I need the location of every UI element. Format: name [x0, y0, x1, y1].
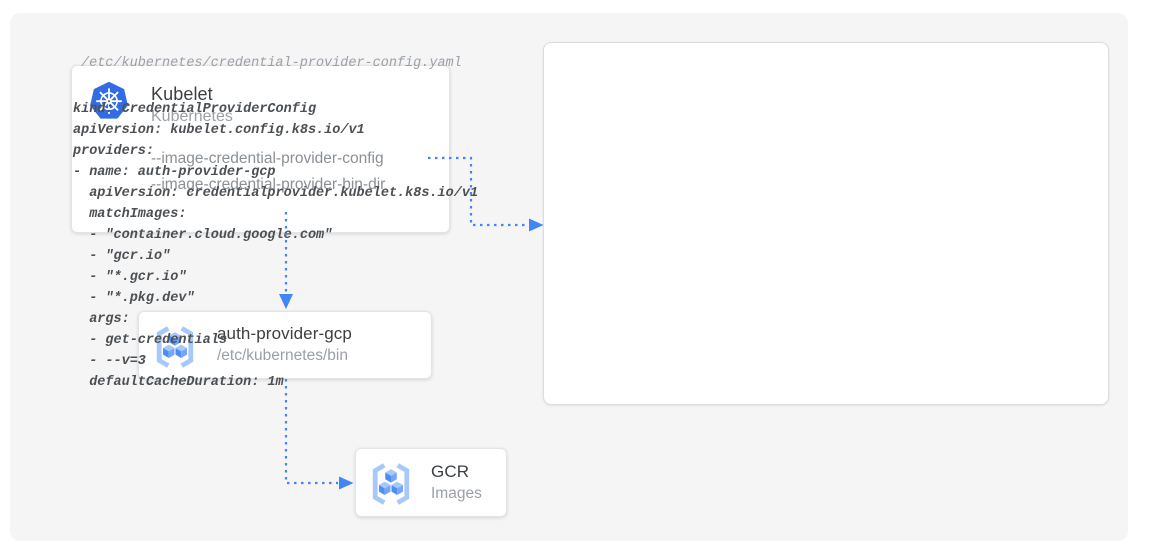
- container-registry-icon: [152, 324, 198, 370]
- code-line: defaultCacheDuration: 1m: [73, 375, 284, 390]
- gcr-subtitle: Images: [431, 485, 482, 502]
- code-line: apiVersion: credentialprovider.kubelet.k…: [73, 186, 479, 201]
- config-filename: /etc/kubernetes/credential-provider-conf…: [81, 56, 462, 71]
- gcr-title: GCR: [431, 462, 470, 481]
- code-line: - get-credentials: [73, 333, 227, 348]
- kubelet-title: Kubelet: [151, 84, 213, 104]
- auth-provider-title: auth-provider-gcp: [217, 324, 352, 343]
- code-line: matchImages:: [73, 207, 187, 222]
- code-line: kind: CredentialProviderConfig: [73, 102, 317, 117]
- code-line: args:: [73, 312, 130, 327]
- kubelet-flag-config: --image-credential-provider-config: [151, 150, 384, 167]
- kubelet-flag-bin-dir: --image-credential-provider-bin-dir: [151, 176, 386, 193]
- code-line: - "container.cloud.google.com": [73, 228, 333, 243]
- config-yaml-code: kind: CredentialProviderConfig apiVersio…: [73, 99, 478, 393]
- kubelet-card: Kubelet Kubernetes --image-credential-pr…: [71, 65, 450, 233]
- kubelet-flags: --image-credential-provider-config --ima…: [151, 146, 385, 198]
- auth-provider-card: auth-provider-gcp /etc/kubernetes/bin: [138, 311, 432, 379]
- gcr-card: GCR Images: [355, 448, 507, 517]
- auth-provider-path: /etc/kubernetes/bin: [217, 347, 348, 364]
- kubelet-subtitle: Kubernetes: [151, 108, 233, 125]
- kubernetes-icon: [88, 81, 130, 123]
- container-registry-icon: [368, 461, 414, 507]
- code-line: - "*.gcr.io": [73, 270, 187, 285]
- code-line: - name: auth-provider-gcp: [73, 165, 276, 180]
- code-line: - "*.pkg.dev": [73, 291, 195, 306]
- code-line: - "gcr.io": [73, 249, 171, 264]
- credential-provider-config-panel: [543, 42, 1109, 405]
- code-line: providers:: [73, 144, 155, 159]
- code-line: - --v=3: [73, 354, 146, 369]
- code-line: apiVersion: kubelet.config.k8s.io/v1: [73, 123, 365, 138]
